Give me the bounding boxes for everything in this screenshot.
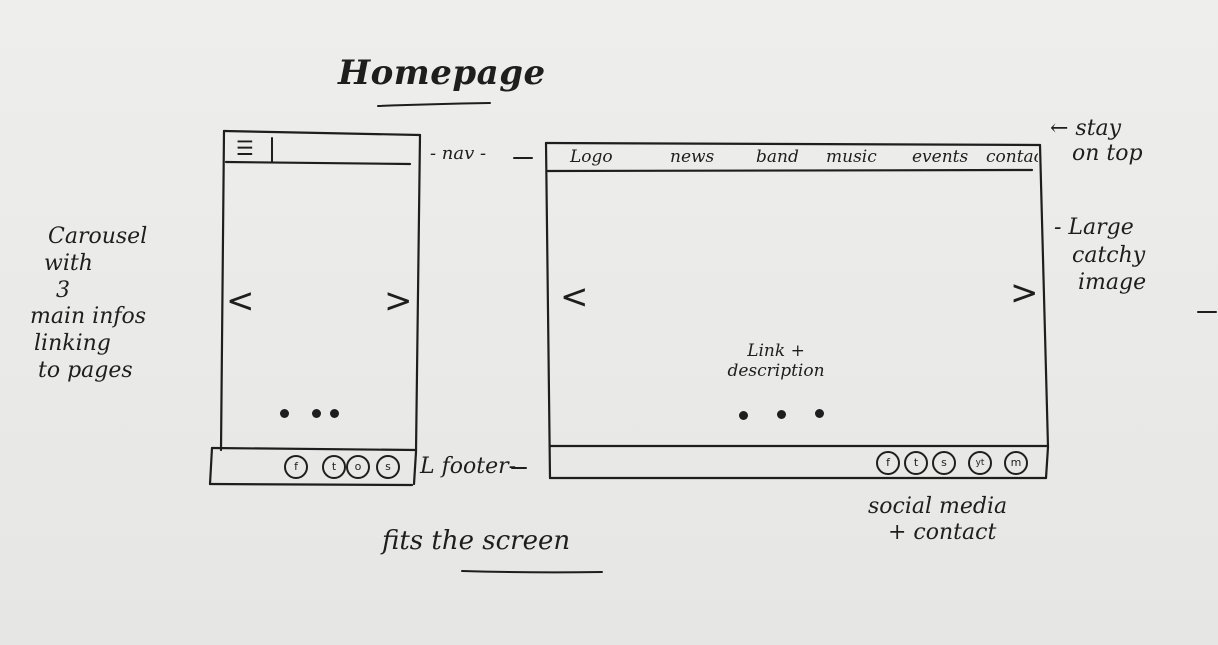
carousel-line-1: Carousel: [48, 224, 148, 249]
subtitle-note: fits the screen: [382, 526, 571, 556]
carousel-annotation: Carousel with 3 main infos linking to pa…: [30, 224, 147, 385]
spotify-icon[interactable]: s: [932, 451, 956, 475]
desktop-carousel-dot[interactable]: [739, 411, 748, 420]
desktop-next-arrow[interactable]: >: [1010, 273, 1039, 313]
footer-annotation: L footer-: [420, 454, 517, 479]
spotify-icon[interactable]: s: [376, 455, 400, 479]
title-underline: [377, 102, 491, 107]
mobile-frame: [208, 129, 422, 487]
mobile-carousel-dot[interactable]: [312, 409, 321, 418]
carousel-line-5: linking: [34, 331, 111, 357]
facebook-icon[interactable]: f: [284, 455, 308, 479]
carousel-line-4: main infos: [30, 304, 147, 330]
large-line-2: catchy: [1072, 242, 1146, 268]
instagram-icon[interactable]: o: [346, 455, 370, 479]
large-image-annotation: - Large catchy image: [1054, 214, 1146, 297]
social-line-2: + contact: [888, 520, 997, 546]
desktop-frame: [544, 141, 1050, 480]
mobile-carousel-dot[interactable]: [330, 409, 339, 418]
carousel-line-3: 3: [56, 277, 70, 303]
carousel-line-6: to pages: [38, 358, 133, 384]
mobile-prev-arrow[interactable]: <: [226, 281, 255, 321]
stay-on-top-annotation: ← stay on top: [1050, 116, 1143, 167]
social-line-1: social media: [868, 494, 1008, 519]
stay-line-1: ← stay: [1050, 116, 1122, 141]
mobile-carousel-dot[interactable]: [280, 409, 289, 418]
nav-contact[interactable]: contact: [986, 147, 1038, 167]
desktop-carousel-dot[interactable]: [815, 409, 824, 418]
nav-music[interactable]: music: [826, 147, 877, 167]
subtitle-underline: [461, 570, 603, 574]
nav-news[interactable]: news: [670, 147, 715, 167]
nav-annotation: - nav -: [430, 143, 487, 164]
stay-line-2: on top: [1072, 141, 1143, 167]
carousel-line-2: with: [44, 250, 93, 276]
facebook-icon[interactable]: f: [876, 451, 900, 475]
page-title: Homepage: [338, 53, 546, 93]
hamburger-icon[interactable]: ☰: [236, 136, 254, 160]
large-line-3: image: [1078, 270, 1147, 295]
twitter-icon[interactable]: t: [322, 455, 346, 479]
large-line-1: - Large: [1054, 215, 1134, 240]
nav-events[interactable]: events: [912, 147, 969, 167]
nav-band[interactable]: band: [756, 147, 799, 167]
social-media-annotation: social media + contact: [868, 494, 1007, 547]
nav-logo[interactable]: Logo: [570, 147, 613, 167]
caption-description: description: [727, 360, 825, 381]
mail-icon[interactable]: m: [1004, 451, 1028, 475]
caption-link: Link +: [747, 341, 805, 361]
youtube-icon[interactable]: yt: [968, 451, 992, 475]
mobile-next-arrow[interactable]: >: [384, 281, 413, 321]
carousel-caption[interactable]: Link + description: [706, 341, 846, 381]
desktop-carousel-dot[interactable]: [777, 410, 786, 419]
twitter-icon[interactable]: t: [904, 451, 928, 475]
desktop-prev-arrow[interactable]: <: [560, 277, 589, 317]
